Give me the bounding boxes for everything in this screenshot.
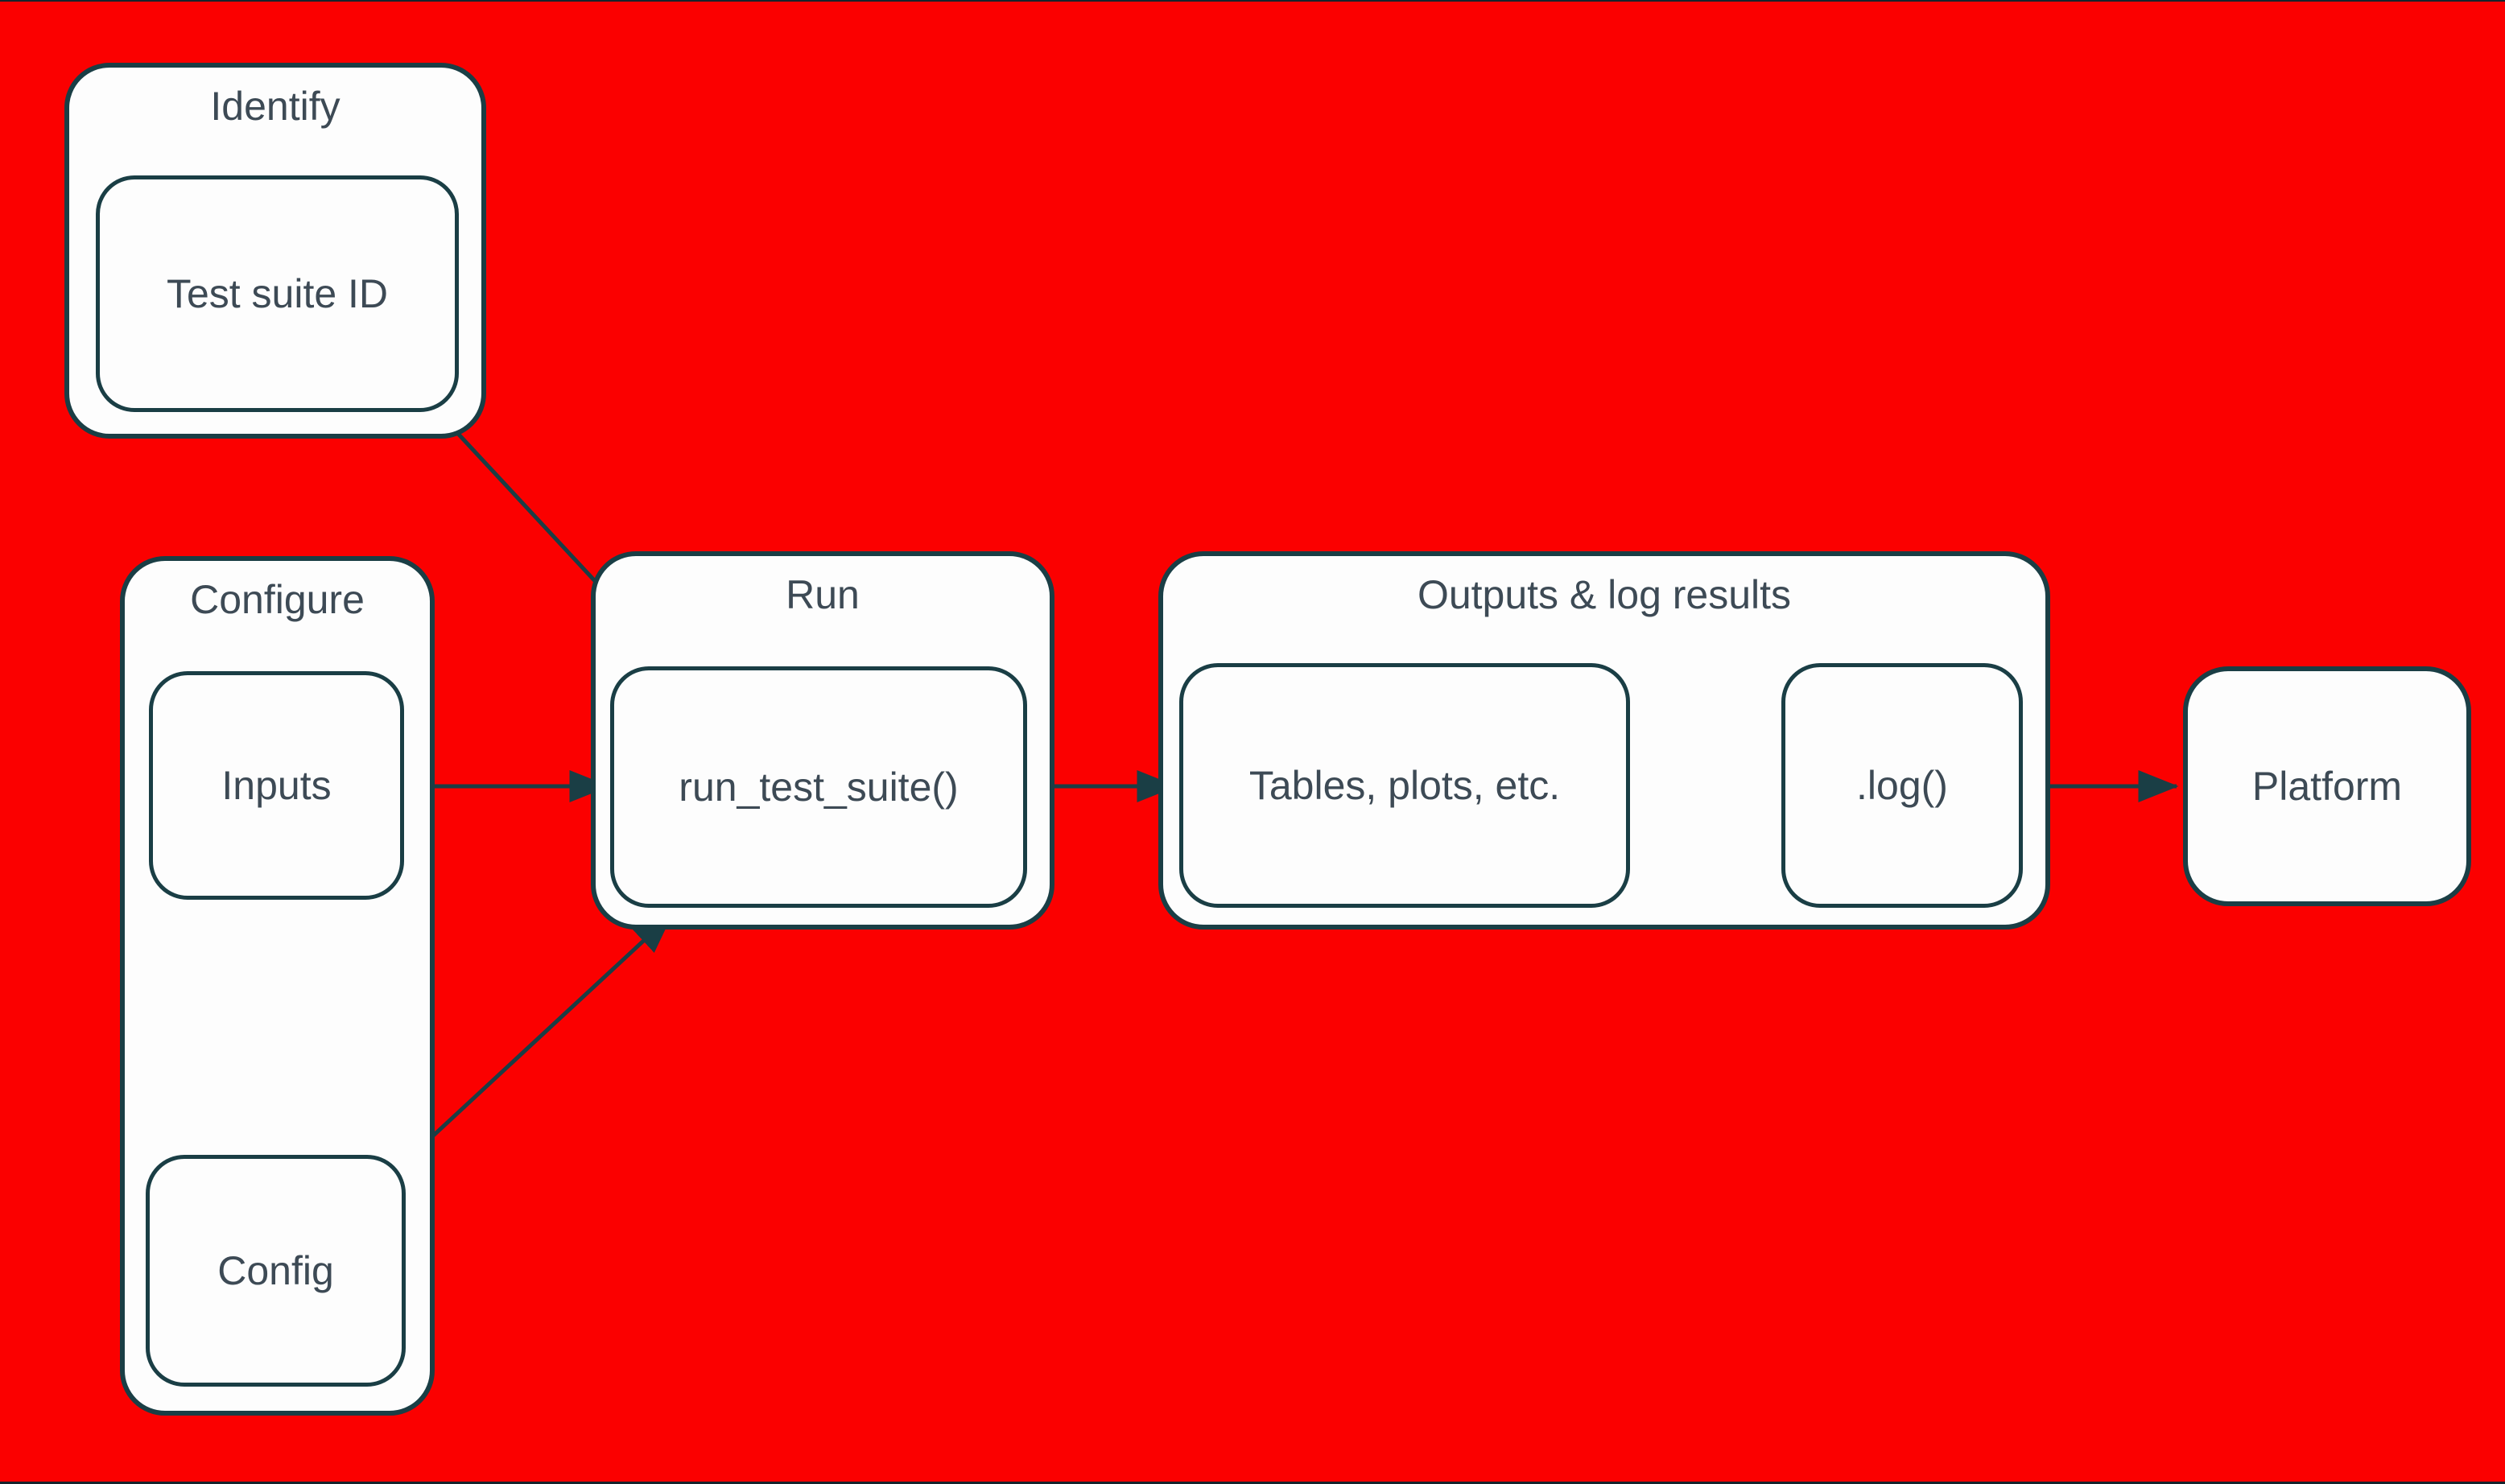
node-config-label: Config bbox=[217, 1248, 334, 1293]
node-inputs-label: Inputs bbox=[221, 763, 332, 808]
node-run-test-suite: run_test_suite() bbox=[610, 666, 1027, 908]
edge-config-to-run-test-suite bbox=[406, 913, 673, 1161]
group-identify-title: Identify bbox=[210, 84, 340, 129]
node-inputs: Inputs bbox=[149, 671, 404, 900]
group-configure: Configure Inputs Config bbox=[120, 556, 435, 1416]
node-run-test-suite-label: run_test_suite() bbox=[679, 765, 959, 810]
group-configure-title: Configure bbox=[190, 577, 365, 622]
group-outputs: Outputs & log results Tables, plots, etc… bbox=[1158, 551, 2050, 930]
node-tables: Tables, plots, etc. bbox=[1179, 663, 1630, 908]
group-run-title: Run bbox=[786, 572, 860, 617]
group-identify: Identify Test suite ID bbox=[64, 63, 486, 439]
node-config: Config bbox=[146, 1155, 406, 1387]
node-platform-label: Platform bbox=[2251, 764, 2403, 809]
node-test-suite-id-label: Test suite ID bbox=[166, 271, 389, 316]
window-edge-bottom bbox=[0, 1482, 2505, 1484]
group-run: Run run_test_suite() bbox=[591, 551, 1054, 930]
node-test-suite-id: Test suite ID bbox=[96, 175, 459, 412]
node-log: .log() bbox=[1781, 663, 2023, 908]
group-outputs-title: Outputs & log results bbox=[1417, 572, 1792, 617]
node-platform: Platform bbox=[2183, 666, 2471, 906]
window-edge-top bbox=[0, 0, 2505, 2]
node-tables-label: Tables, plots, etc. bbox=[1248, 763, 1561, 808]
node-log-label: .log() bbox=[1856, 763, 1948, 808]
